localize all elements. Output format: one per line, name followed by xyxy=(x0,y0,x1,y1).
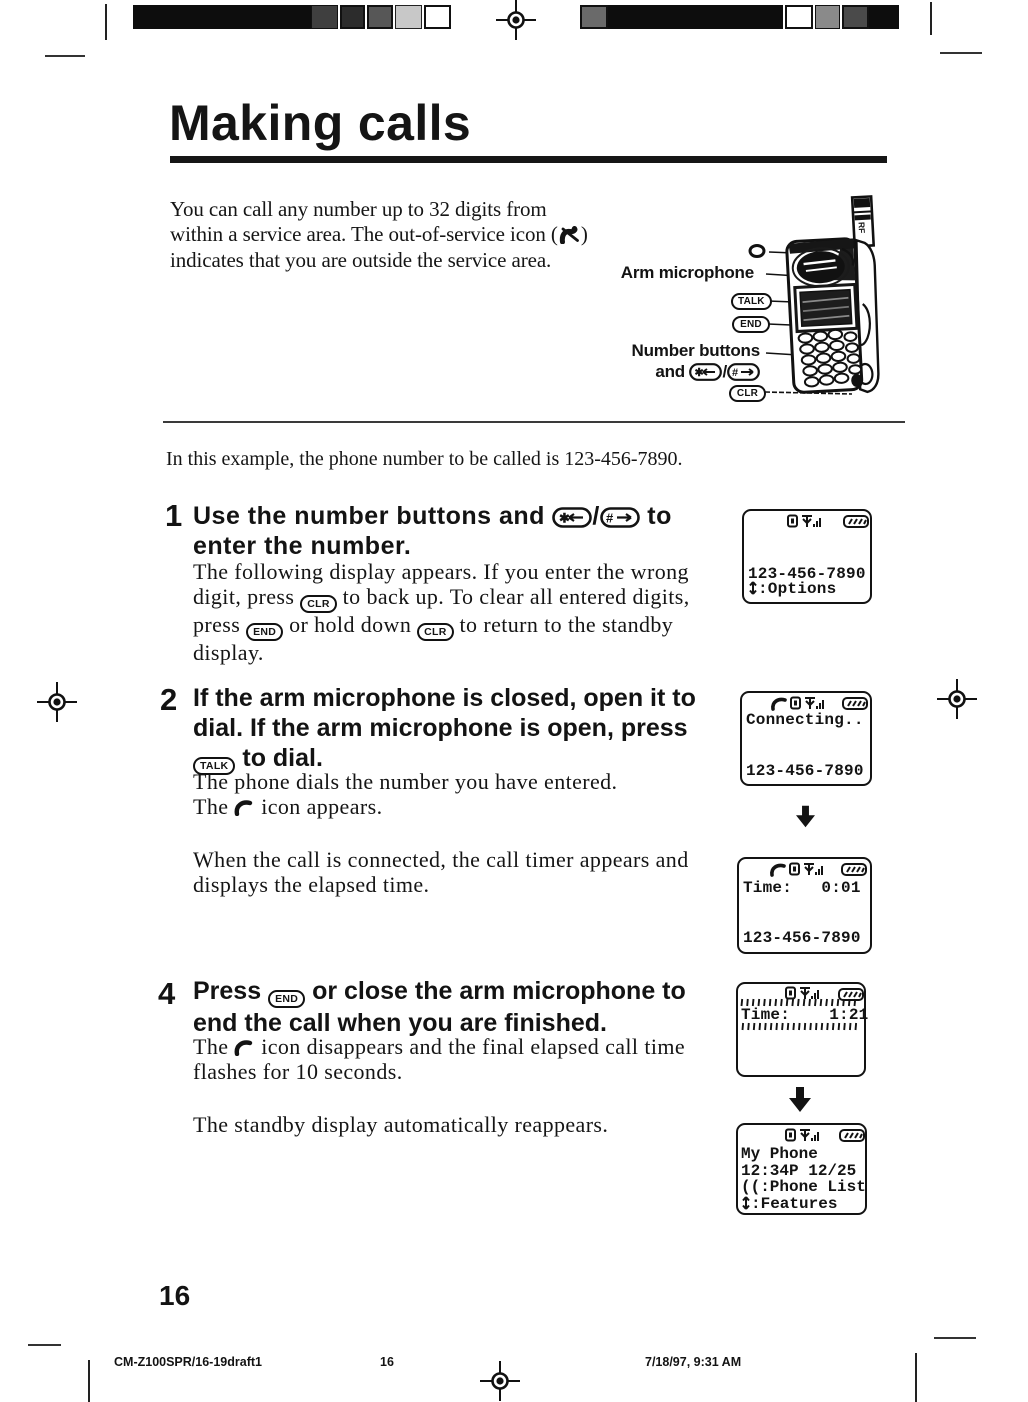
svg-text:✱: ✱ xyxy=(695,367,704,379)
svg-text:#: # xyxy=(732,367,738,379)
svg-text:✱: ✱ xyxy=(559,511,570,526)
svg-text:RF: RF xyxy=(856,222,867,234)
svg-text:#: # xyxy=(606,511,614,526)
